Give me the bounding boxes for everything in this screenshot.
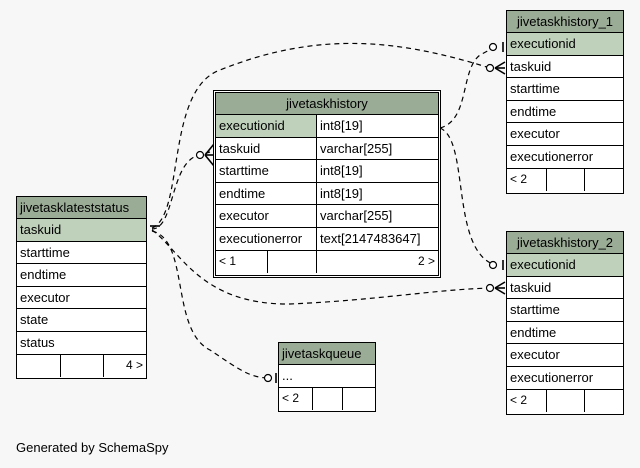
table-title: jivetaskhistory — [216, 93, 438, 115]
table-row[interactable]: starttime — [17, 242, 146, 265]
footer-blank — [547, 168, 585, 191]
footer-blank — [343, 388, 375, 410]
column-type: int8[19] — [320, 163, 363, 179]
table-title: jivetasklateststatus — [17, 197, 146, 219]
table-row[interactable]: taskuid — [507, 277, 623, 300]
table-row[interactable]: executor — [507, 123, 623, 146]
table-title: jivetaskhistory_1 — [507, 11, 623, 33]
footer-blank — [61, 354, 104, 377]
table-row[interactable]: state — [17, 309, 146, 332]
footer-blank — [313, 387, 343, 410]
parents-count[interactable]: < 1 — [216, 250, 268, 273]
table-title: jivetaskqueue — [279, 343, 375, 365]
table-footer: < 2 — [507, 168, 623, 191]
table-footer: < 1 2 > — [216, 250, 438, 273]
relationship-lateststatus-queue — [151, 230, 271, 379]
table-row[interactable]: executor — [507, 344, 623, 367]
footer-blank — [585, 390, 623, 412]
column-name: starttime — [216, 160, 317, 182]
table-title: jivetaskhistory_2 — [507, 232, 623, 254]
table-row[interactable]: starttime — [507, 78, 623, 101]
parents-count[interactable]: < 2 — [507, 389, 547, 412]
table-jivetaskqueue[interactable]: jivetaskqueue ... < 2 — [278, 342, 376, 412]
relationship-lateststatus-history1 — [151, 42, 491, 229]
table-row[interactable]: executionerror — [507, 367, 623, 390]
table-row[interactable]: executionerror — [507, 146, 623, 169]
column-type: varchar[255] — [320, 140, 393, 156]
relationship-history-history1 — [439, 46, 496, 129]
table-row[interactable]: ... — [279, 365, 375, 388]
footer-blank — [547, 389, 585, 412]
table-row[interactable]: executor varchar[255] — [216, 205, 438, 228]
table-row[interactable]: endtime — [507, 101, 623, 124]
table-row[interactable]: starttime int8[19] — [216, 160, 438, 183]
children-count[interactable]: 2 > — [417, 253, 435, 268]
generated-by-caption: Generated by SchemaSpy — [16, 440, 169, 455]
column-type: int8[19] — [320, 118, 363, 133]
table-jivetaskhistory-1[interactable]: jivetaskhistory_1 executionid taskuid st… — [506, 10, 624, 194]
table-footer: < 2 — [279, 387, 375, 410]
column-name: executionid — [216, 115, 317, 137]
column-name: executor — [216, 205, 317, 227]
table-row[interactable]: executionerror text[2147483647] — [216, 227, 438, 251]
table-jivetasklateststatus[interactable]: jivetasklateststatus taskuid starttime e… — [16, 196, 147, 379]
table-row[interactable]: executionid — [507, 254, 623, 277]
parents-count[interactable]: < 2 — [279, 387, 313, 410]
column-name: executionerror — [216, 227, 317, 250]
column-type: varchar[255] — [320, 208, 393, 224]
table-row[interactable]: endtime — [507, 322, 623, 345]
parents-count[interactable]: < 2 — [507, 168, 547, 191]
relationship-lateststatus-history2 — [151, 229, 491, 305]
table-footer: < 2 — [507, 389, 623, 412]
footer-blank — [268, 250, 317, 273]
column-name: endtime — [216, 182, 317, 205]
table-jivetaskhistory-2[interactable]: jivetaskhistory_2 executionid taskuid st… — [506, 231, 624, 415]
footer-blank — [17, 354, 61, 377]
table-footer: 4 > — [17, 354, 146, 377]
footer-blank — [585, 169, 623, 191]
column-type: int8[19] — [320, 185, 363, 201]
children-count[interactable]: 4 > — [125, 357, 143, 372]
table-row[interactable]: status — [17, 332, 146, 355]
table-row[interactable]: taskuid — [507, 56, 623, 79]
table-jivetaskhistory[interactable]: jivetaskhistory executionid int8[19] tas… — [213, 90, 441, 278]
table-row[interactable]: taskuid varchar[255] — [216, 137, 438, 161]
table-row[interactable]: taskuid — [17, 219, 146, 242]
table-row[interactable]: endtime — [17, 264, 146, 287]
column-name: taskuid — [216, 137, 317, 160]
table-row[interactable]: executionid — [507, 33, 623, 56]
table-row[interactable]: executionid int8[19] — [216, 115, 438, 138]
table-row[interactable]: starttime — [507, 299, 623, 322]
table-row[interactable]: executor — [17, 287, 146, 310]
table-row[interactable]: endtime int8[19] — [216, 182, 438, 206]
column-type: text[2147483647] — [320, 230, 421, 246]
relationship-lateststatus-history — [151, 151, 211, 230]
relationship-history-history2 — [439, 127, 496, 266]
